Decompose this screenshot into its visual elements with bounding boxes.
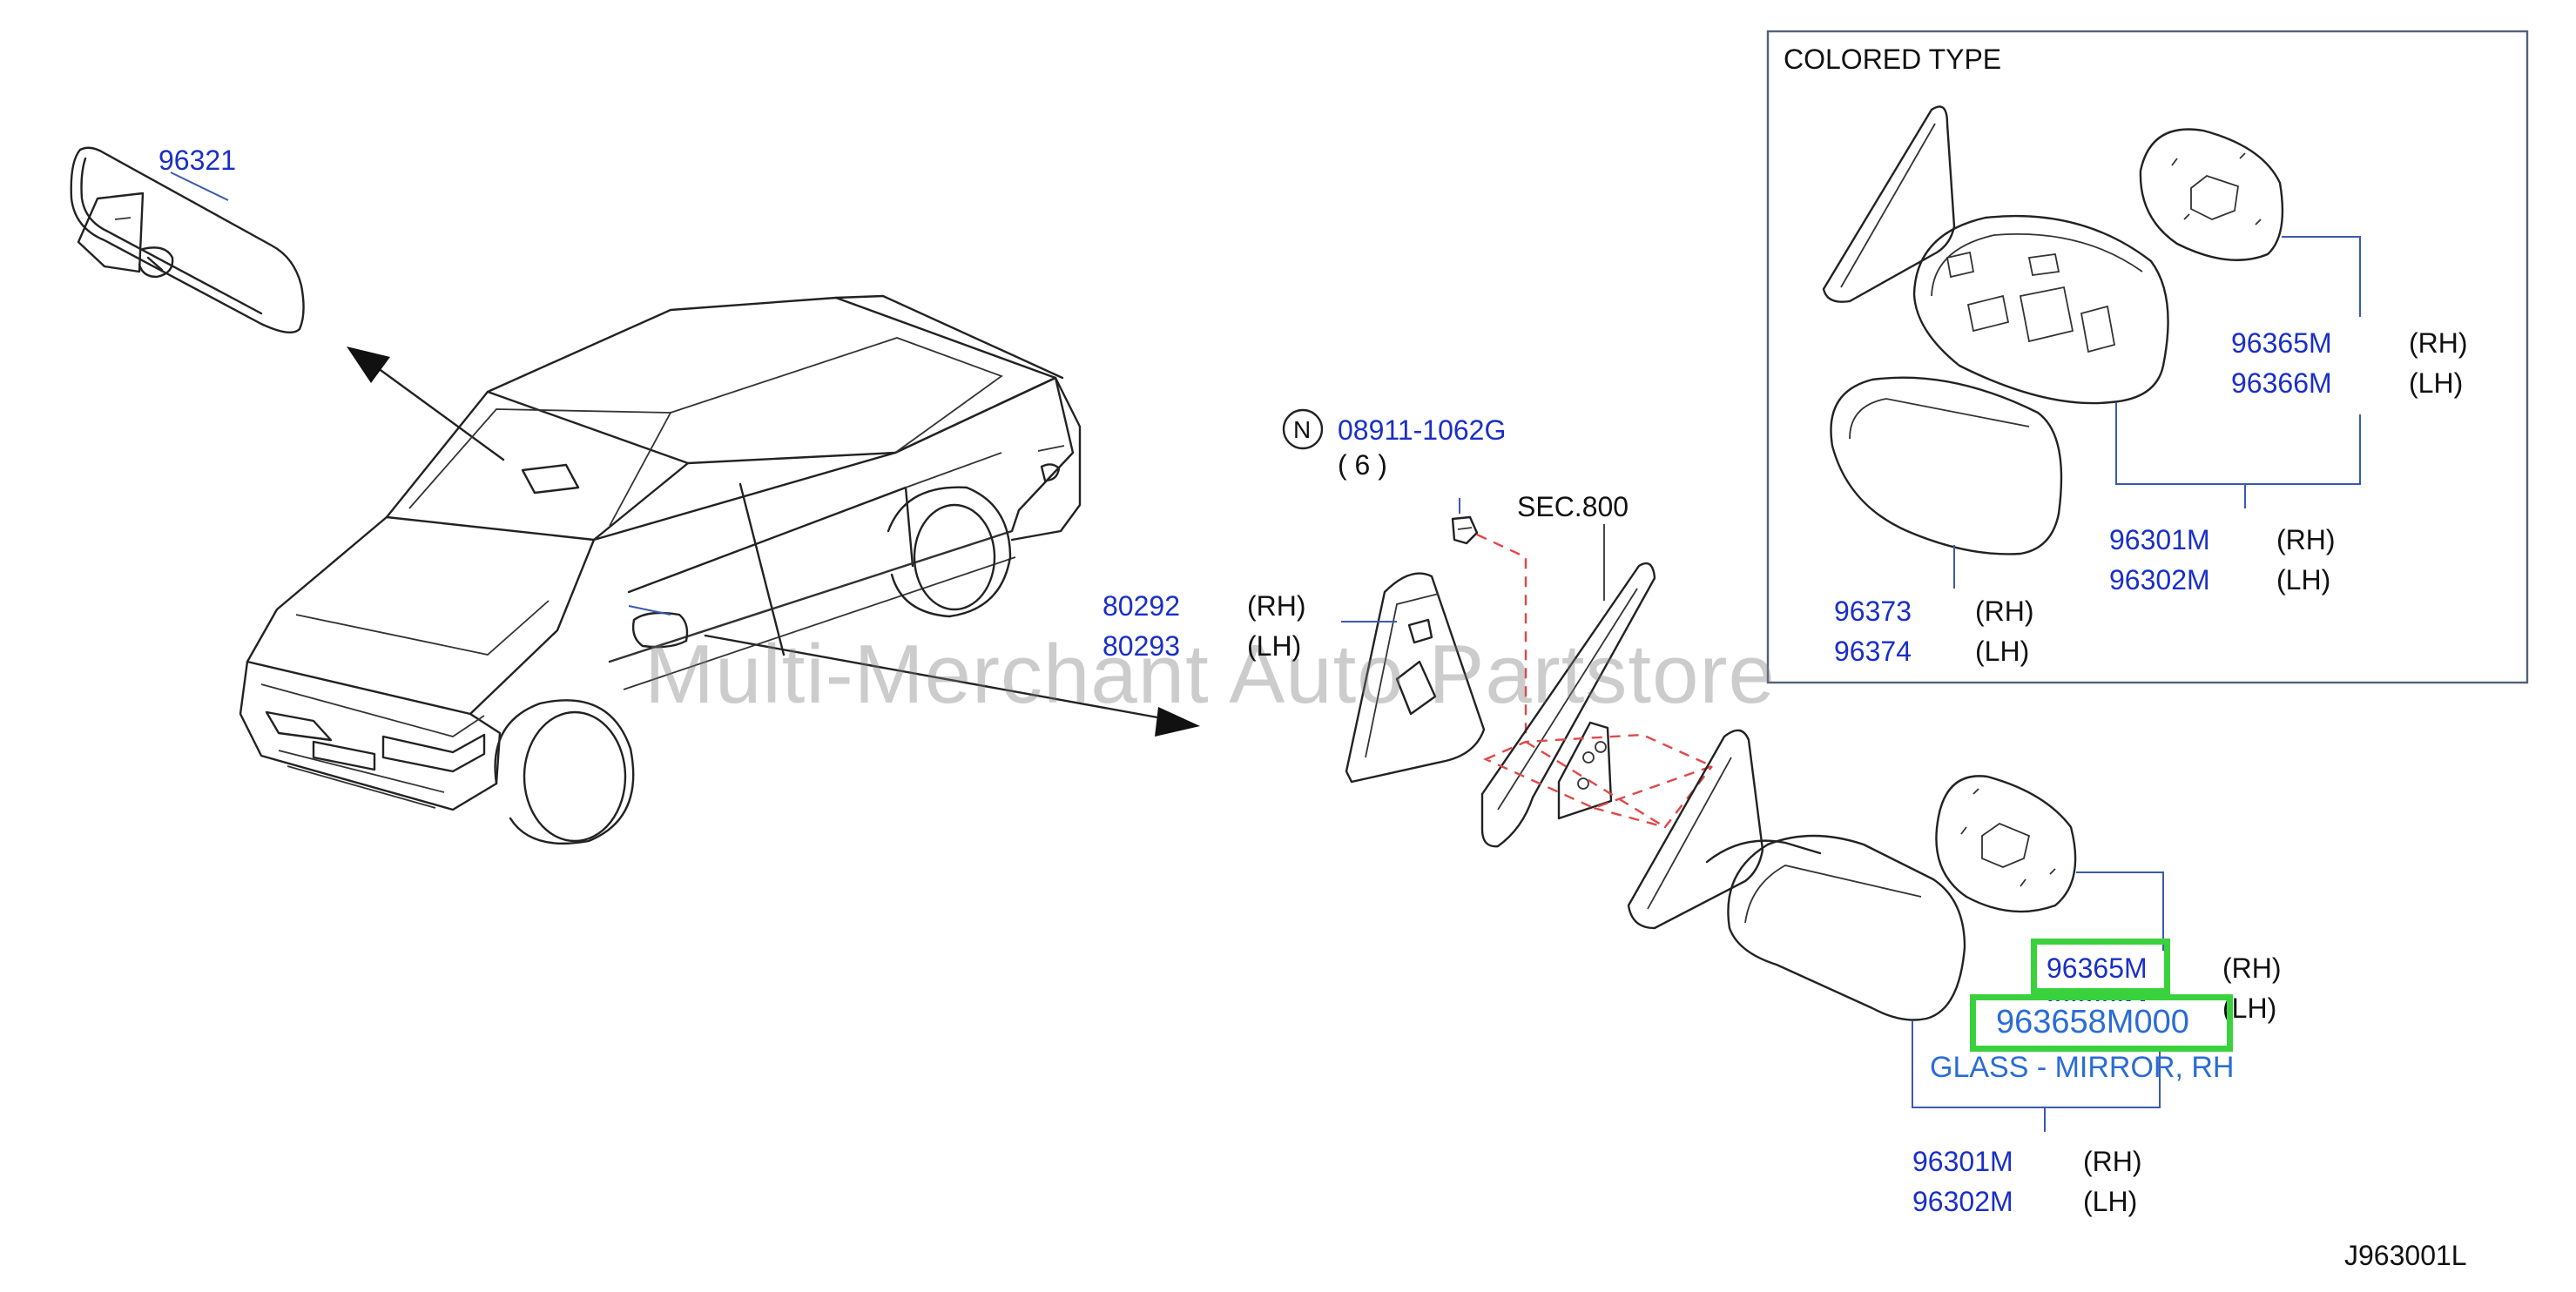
finisher-side-rh: (RH) bbox=[1247, 590, 1306, 622]
clip-drawing bbox=[1282, 408, 1479, 545]
finisher-side-lh: (LH) bbox=[1247, 630, 1302, 662]
finisher-dash bbox=[1483, 733, 1716, 829]
finisher-drawing bbox=[1345, 572, 1486, 784]
inset-glass-leader bbox=[2282, 236, 2361, 317]
inset-cover-side-lh: (LH) bbox=[1975, 636, 2030, 667]
inset-assembly-part-rh[interactable]: 96301M bbox=[2109, 524, 2210, 555]
highlighted-part-box bbox=[1970, 994, 2233, 1052]
inset-glass-side-rh: (RH) bbox=[2409, 327, 2468, 359]
finisher-part-rh[interactable]: 80292 bbox=[1103, 590, 1180, 622]
inset-assembly-leader bbox=[2115, 402, 2361, 508]
assembly-leader bbox=[1912, 1020, 2161, 1132]
watermark: Multi-Merchant Auto Partstore bbox=[644, 628, 1776, 721]
car-drawing bbox=[239, 294, 1082, 845]
inset-title: COLORED TYPE bbox=[1784, 44, 2002, 75]
clip-marker: N bbox=[1293, 416, 1312, 443]
assembly-part-lh[interactable]: 96302M bbox=[1912, 1186, 2013, 1217]
assembly-side-lh: (LH) bbox=[2083, 1186, 2138, 1217]
inset-glass-side-lh: (LH) bbox=[2409, 367, 2464, 399]
glass-leader bbox=[2076, 871, 2164, 951]
inset-cover-side-rh: (RH) bbox=[1975, 596, 2034, 627]
inset-glass-part-lh[interactable]: 96366M bbox=[2231, 367, 2332, 399]
arrow-to-rear-mirror bbox=[347, 347, 505, 461]
door-frame-drawing bbox=[1480, 562, 1656, 848]
glass-highlight-box bbox=[2031, 939, 2170, 994]
rvm-leader bbox=[170, 172, 229, 201]
inset-assembly-part-lh[interactable]: 96302M bbox=[2109, 564, 2210, 596]
clip-part[interactable]: 08911-1062G bbox=[1338, 414, 1507, 446]
rear-view-mirror-drawing bbox=[70, 146, 305, 334]
inset-assembly-side-rh: (RH) bbox=[2276, 524, 2336, 555]
section-label: SEC.800 bbox=[1517, 491, 1629, 522]
inset-assembly-side-lh: (LH) bbox=[2276, 564, 2331, 596]
inset-frame bbox=[1766, 30, 2529, 684]
assembly-side-rh: (RH) bbox=[2083, 1146, 2142, 1177]
inset-cover-drawing bbox=[1830, 376, 2063, 555]
car-mirror-leader bbox=[628, 605, 671, 616]
inset-cover-part-lh[interactable]: 96374 bbox=[1834, 636, 1912, 667]
figure-code: J963001L bbox=[2344, 1240, 2467, 1271]
inset-glass-part-rh[interactable]: 96365M bbox=[2231, 327, 2332, 359]
inset-cover-part-rh[interactable]: 96373 bbox=[1834, 596, 1912, 627]
assembly-part-rh[interactable]: 96301M bbox=[1912, 1146, 2013, 1177]
inset-glass-drawing bbox=[2139, 128, 2284, 261]
highlighted-part-description: GLASS - MIRROR, RH bbox=[1930, 1051, 2235, 1084]
door-mirror-drawing bbox=[1627, 729, 1966, 1021]
clip-qty: ( 6 ) bbox=[1338, 449, 1387, 481]
glass-side-rh: (RH) bbox=[2222, 952, 2282, 984]
inset-mirror-drawing bbox=[1822, 105, 2169, 405]
finisher-part-lh[interactable]: 80293 bbox=[1103, 630, 1180, 662]
mirror-glass-drawing bbox=[1935, 775, 2077, 913]
glass-part-rh[interactable]: 96365M bbox=[2047, 952, 2148, 984]
highlighted-part-number[interactable]: 963658M000 bbox=[1987, 1001, 2198, 1043]
rear-view-mirror-part[interactable]: 96321 bbox=[158, 145, 236, 176]
